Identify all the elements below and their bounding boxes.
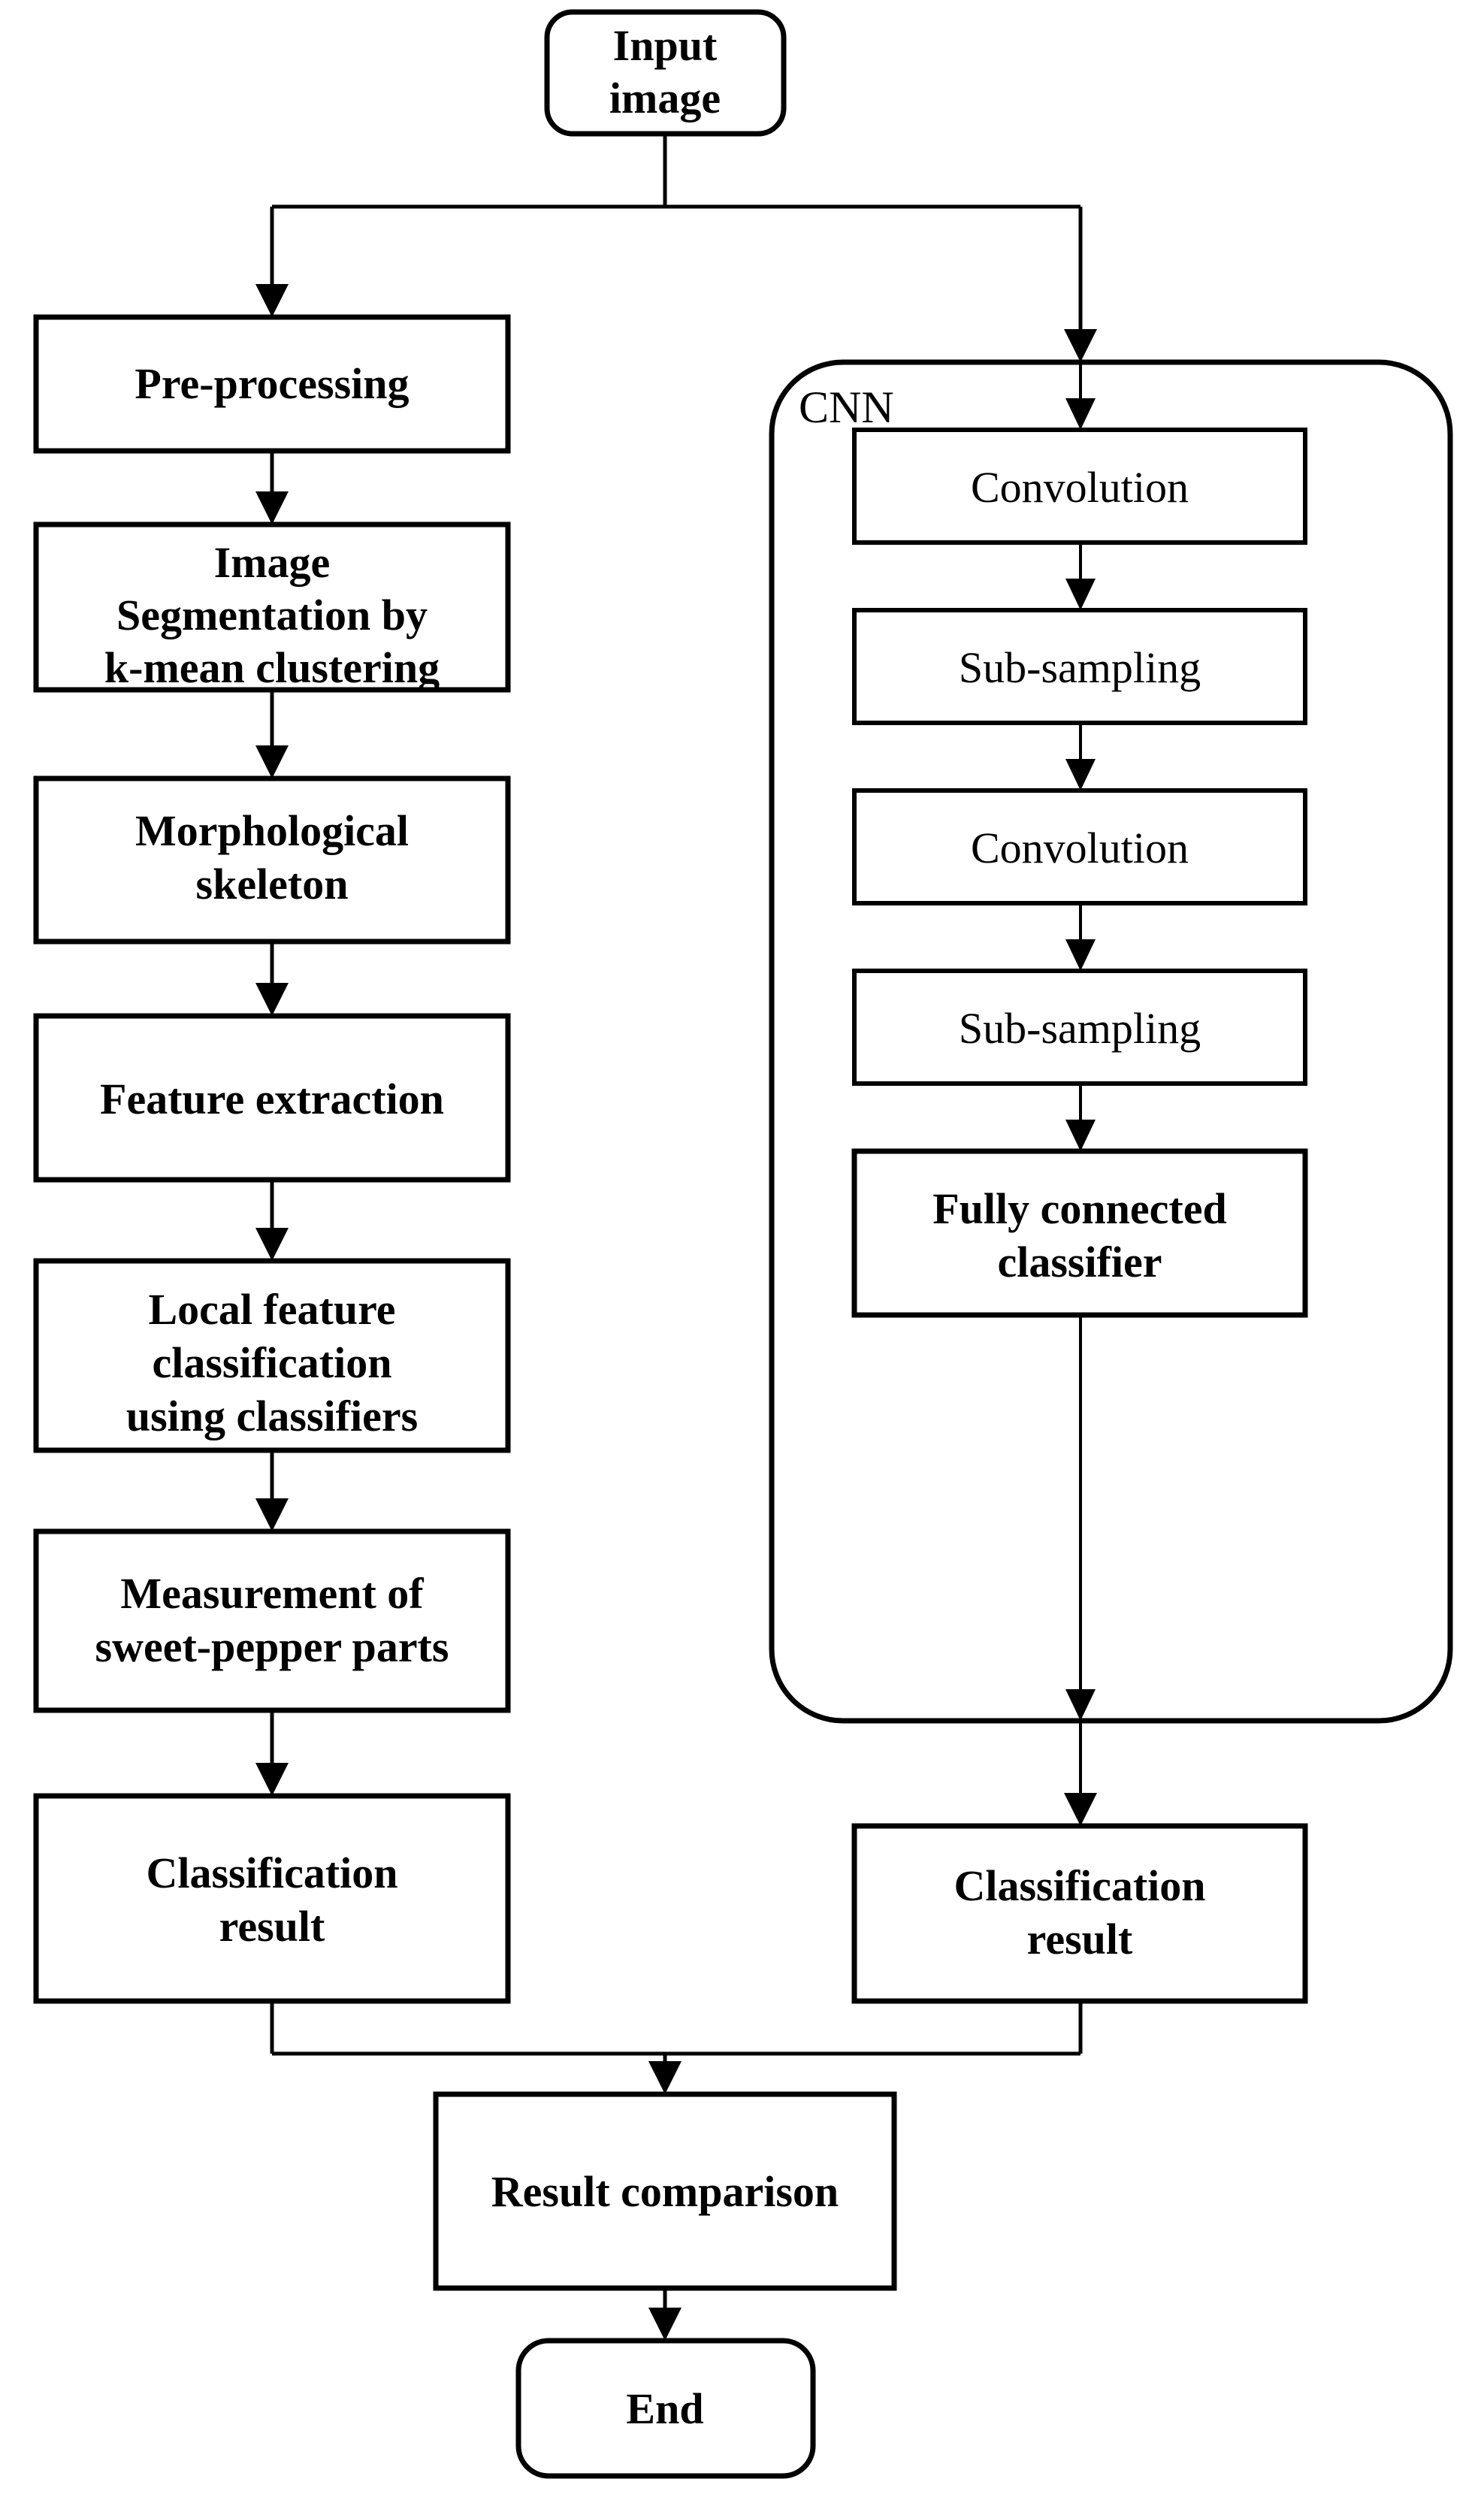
morphological-skeleton-label-line2: skeleton xyxy=(196,860,349,908)
local-feature-label-line1: Local feature xyxy=(148,1285,395,1334)
node-measurement[interactable]: Measurement of sweet-pepper parts xyxy=(33,1528,511,1713)
local-feature-classification-box[interactable] xyxy=(33,1258,511,1453)
arrowhead-cnn-group-exit xyxy=(1065,1689,1096,1721)
classification-result-left-label-line1: Classification xyxy=(146,1849,397,1897)
convolution-1-box[interactable] xyxy=(852,428,1307,545)
end-box[interactable] xyxy=(515,2338,816,2479)
node-sub-sampling-2[interactable]: Sub-sampling xyxy=(852,969,1307,1086)
arrowhead-classification-left xyxy=(255,1763,289,1796)
feature-extraction-box[interactable] xyxy=(33,1013,511,1183)
node-result-comparison[interactable]: Result comparison xyxy=(433,2091,897,2291)
sub-sampling-1-label: Sub-sampling xyxy=(959,643,1201,692)
arrowhead-measurement xyxy=(255,1498,289,1531)
arrowhead-end xyxy=(648,2308,682,2341)
result-comparison-box[interactable] xyxy=(433,2091,897,2291)
node-convolution-1[interactable]: Convolution xyxy=(852,428,1307,545)
arrowhead-preprocessing xyxy=(255,284,289,317)
arrowhead-skeleton xyxy=(255,745,289,778)
measurement-label-line1: Measurement of xyxy=(120,1569,424,1618)
cnn-group: CNN xyxy=(769,359,1453,1724)
end-label: End xyxy=(626,2384,703,2433)
sub-sampling-2-label: Sub-sampling xyxy=(959,1004,1201,1053)
cnn-group-border xyxy=(769,359,1453,1724)
cnn-group-label: CNN xyxy=(799,382,894,432)
node-image-segmentation[interactable]: Image Segmentation by k-mean clustering xyxy=(33,521,511,693)
arrowhead-result-comparison xyxy=(648,2061,682,2094)
measurement-label-line2: sweet-pepper parts xyxy=(95,1622,449,1671)
edges-layer xyxy=(255,134,1097,2341)
node-fully-connected-classifier[interactable]: Fully connected classifier xyxy=(851,1148,1308,1318)
input-image-label-line1: Input xyxy=(613,21,718,70)
sub-sampling-1-box[interactable] xyxy=(852,608,1307,725)
arrowhead-cnn-group xyxy=(1064,329,1097,362)
morphological-skeleton-box[interactable] xyxy=(33,775,511,945)
arrowhead-classification-right xyxy=(1064,1793,1097,1826)
input-image-label-line2: image xyxy=(609,74,721,122)
arrowhead-convolution-1 xyxy=(1065,398,1096,430)
pre-processing-label: Pre-processing xyxy=(134,359,409,408)
arrowhead-convolution-2 xyxy=(1065,759,1096,790)
node-local-feature-classification[interactable]: Local feature classification using class… xyxy=(33,1258,511,1453)
image-segmentation-label-line3: k-mean clustering xyxy=(104,643,440,692)
classification-result-left-box[interactable] xyxy=(33,1793,511,2004)
arrowhead-subsampling-2 xyxy=(1065,939,1096,971)
classification-result-right-box[interactable] xyxy=(851,1823,1308,2004)
convolution-2-label: Convolution xyxy=(971,824,1189,872)
arrowhead-segmentation xyxy=(255,491,289,524)
classification-result-right-label-line1: Classification xyxy=(954,1861,1205,1910)
image-segmentation-label-line2: Segmentation by xyxy=(116,591,428,639)
node-classification-result-right[interactable]: Classification result xyxy=(851,1823,1308,2004)
image-segmentation-box[interactable] xyxy=(33,521,511,693)
node-classification-result-left[interactable]: Classification result xyxy=(33,1793,511,2004)
input-image-box[interactable] xyxy=(544,9,787,137)
sub-sampling-2-box[interactable] xyxy=(852,969,1307,1086)
morphological-skeleton-label-line1: Morphological xyxy=(135,806,409,855)
pre-processing-box[interactable] xyxy=(33,314,511,454)
arrowhead-local-feature xyxy=(255,1228,289,1261)
node-end[interactable]: End xyxy=(515,2338,816,2479)
classification-result-left-label-line2: result xyxy=(219,1902,325,1951)
measurement-box[interactable] xyxy=(33,1528,511,1713)
node-convolution-2[interactable]: Convolution xyxy=(852,788,1307,905)
classification-result-right-label-line2: result xyxy=(1027,1915,1133,1963)
node-morphological-skeleton[interactable]: Morphological skeleton xyxy=(33,775,511,945)
local-feature-label-line3: using classifiers xyxy=(126,1392,418,1440)
fully-connected-label-line1: Fully connected xyxy=(932,1184,1226,1233)
local-feature-label-line2: classification xyxy=(153,1338,392,1387)
arrowhead-subsampling-1 xyxy=(1065,579,1096,610)
node-sub-sampling-1[interactable]: Sub-sampling xyxy=(852,608,1307,725)
node-pre-processing[interactable]: Pre-processing xyxy=(33,314,511,454)
arrowhead-feature-extraction xyxy=(255,983,289,1016)
convolution-1-label: Convolution xyxy=(971,463,1189,512)
feature-extraction-label: Feature extraction xyxy=(100,1075,444,1123)
fully-connected-label-line2: classifier xyxy=(997,1238,1162,1286)
fully-connected-classifier-box[interactable] xyxy=(851,1148,1308,1318)
arrowhead-fully-connected xyxy=(1065,1120,1096,1151)
node-input-image[interactable]: Input image xyxy=(544,9,787,137)
convolution-2-box[interactable] xyxy=(852,788,1307,905)
result-comparison-label: Result comparison xyxy=(491,2167,839,2216)
node-feature-extraction[interactable]: Feature extraction xyxy=(33,1013,511,1183)
image-segmentation-label-line1: Image xyxy=(214,538,331,587)
